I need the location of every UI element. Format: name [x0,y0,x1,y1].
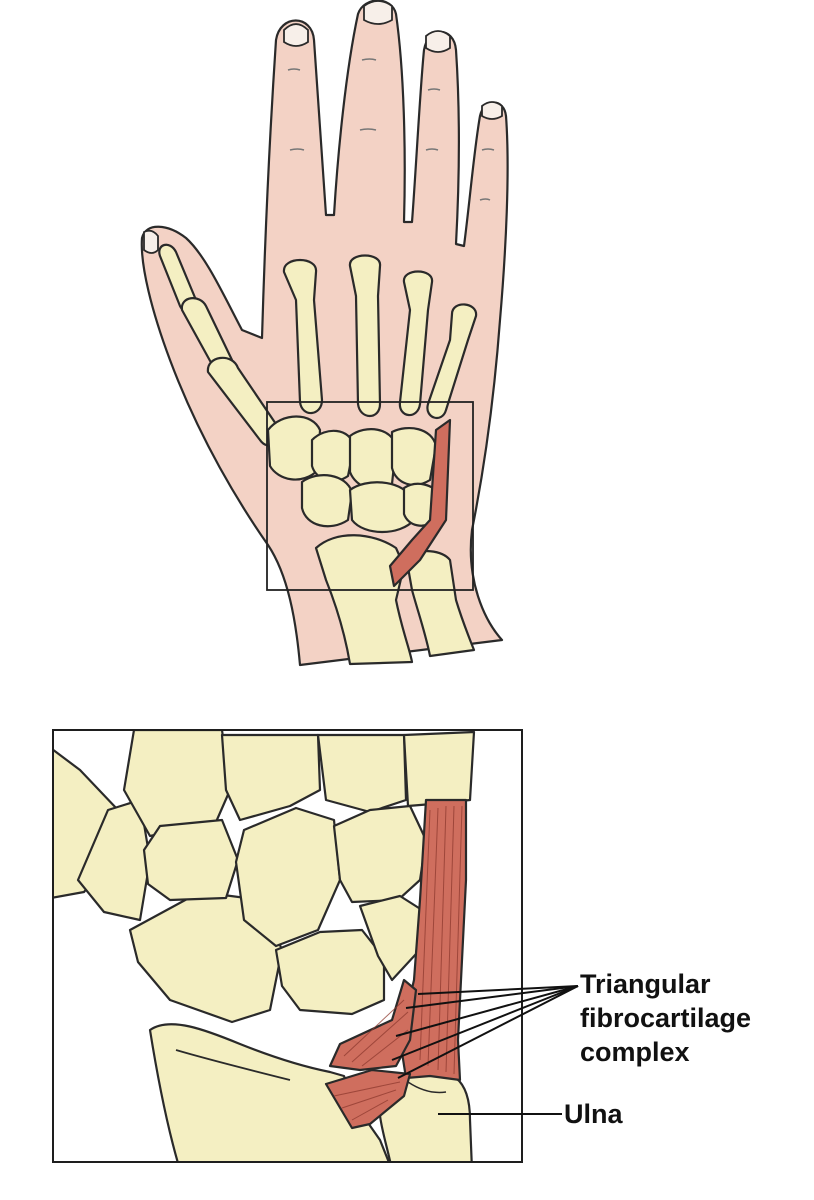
inset-hamate [332,804,428,904]
radius-bone [314,534,414,666]
inset-indicator-box [266,401,474,591]
tfcc-label-line-1: Triangular [580,969,711,999]
ligament-fibers-column [419,805,463,1075]
nail-index [283,23,309,47]
tfcc-label-line-3: complex [580,1037,690,1067]
ligament-fibers-disc [333,999,409,1121]
wrist-inset [52,729,523,1163]
inset-tfcc-disc [328,978,418,1072]
nail-middle [363,0,393,25]
nail-ring [425,30,451,53]
inset-ulna-styloid [407,1081,447,1094]
finger-creases [287,58,495,201]
inset-radius-articular-rim [175,1049,291,1081]
nail-thumb [143,229,159,254]
ulna-label: Ulna [564,1099,623,1129]
labels: Triangular fibrocartilage complex Ulna [391,969,751,1129]
carpal-bones [266,415,442,533]
inset-fifth-metacarpal [402,730,476,808]
tfcc-overview [388,418,452,588]
inset-metacarpal-base-3 [316,733,408,814]
inset-trapezoid [142,818,240,902]
hand-overview [140,0,509,667]
nail-little [481,101,503,120]
ulna-bone-top [404,550,476,658]
inset-lunate [274,928,386,1016]
tfcc-leader-lines [391,985,579,1079]
tfcc-label-line-2: fibrocartilage [580,1003,751,1033]
metacarpals [282,254,478,420]
fingernails [143,0,503,254]
inset-frame [52,729,523,1163]
